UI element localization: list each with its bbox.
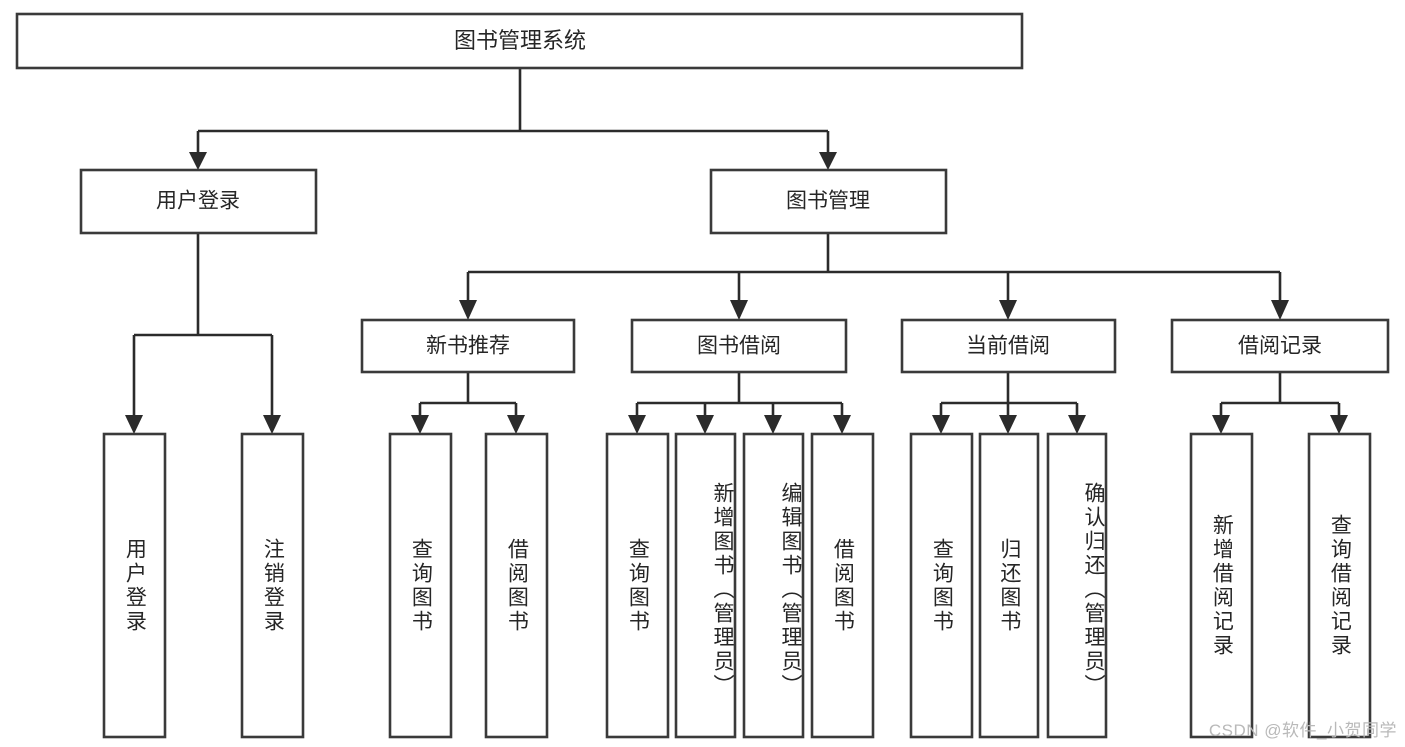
connector-layer [125, 68, 1348, 434]
node-new-book-recommend-label: 新书推荐 [426, 335, 510, 358]
arrow-cb-return [999, 415, 1017, 434]
node-root[interactable] [15, 12, 1024, 70]
arrow-user-login [189, 152, 207, 170]
csdn-watermark: CSDN @软件_小贺同学 [1208, 721, 1397, 740]
node-user-login-label: 用户登录 [156, 190, 240, 213]
leaf-br-query-record[interactable] [1307, 432, 1372, 739]
arrow-br-add [1212, 415, 1230, 434]
leaf-user-login[interactable] [102, 432, 167, 739]
node-borrow-records[interactable] [1170, 318, 1390, 374]
node-root-label: 图书管理系统 [454, 28, 586, 53]
leaf-cb-confirm-return[interactable] [1046, 432, 1108, 739]
leaf-bb-borrow-book[interactable] [810, 432, 875, 739]
arrow-leaf-logout [263, 415, 281, 434]
arrow-nb-query [411, 415, 429, 434]
arrow-bb-edit [764, 415, 782, 434]
leaf-bb-edit-book[interactable] [742, 432, 805, 739]
node-book-borrow-label: 图书借阅 [697, 335, 781, 358]
node-book-manage-label: 图书管理 [786, 190, 870, 213]
arrow-bb-add [696, 415, 714, 434]
arrow-cb-confirm [1068, 415, 1086, 434]
node-user-login[interactable] [79, 168, 318, 235]
arrow-bb-borrow [833, 415, 851, 434]
node-book-borrow[interactable] [630, 318, 848, 374]
arrow-leaf-user-login [125, 415, 143, 434]
arrow-borrow [730, 300, 748, 320]
arrow-cb-query [932, 415, 950, 434]
arrow-newbook [459, 300, 477, 320]
node-new-book-recommend[interactable] [360, 318, 576, 374]
leaf-bb-query-book[interactable] [605, 432, 670, 739]
node-current-borrow[interactable] [900, 318, 1117, 374]
leaf-nb-query-book[interactable] [388, 432, 453, 739]
arrow-book-manage [819, 152, 837, 170]
node-layer: 图书管理系统 用户登录 图书管理 新书推荐 图书借阅 当前借阅 借阅记录 [15, 12, 1390, 739]
leaf-br-add-record[interactable] [1189, 432, 1254, 739]
arrow-br-query [1330, 415, 1348, 434]
leaf-cb-return-book[interactable] [978, 432, 1040, 739]
leaf-nb-borrow-book[interactable] [484, 432, 549, 739]
leaf-bb-add-book[interactable] [674, 432, 737, 739]
arrow-bb-query [628, 415, 646, 434]
arrow-records [1271, 300, 1289, 320]
node-book-manage[interactable] [709, 168, 948, 235]
leaf-logout[interactable] [240, 432, 305, 739]
arrow-current [999, 300, 1017, 320]
node-borrow-records-label: 借阅记录 [1238, 335, 1322, 358]
arrow-nb-borrow [507, 415, 525, 434]
leaf-cb-query-book[interactable] [909, 432, 974, 739]
node-current-borrow-label: 当前借阅 [966, 335, 1050, 358]
